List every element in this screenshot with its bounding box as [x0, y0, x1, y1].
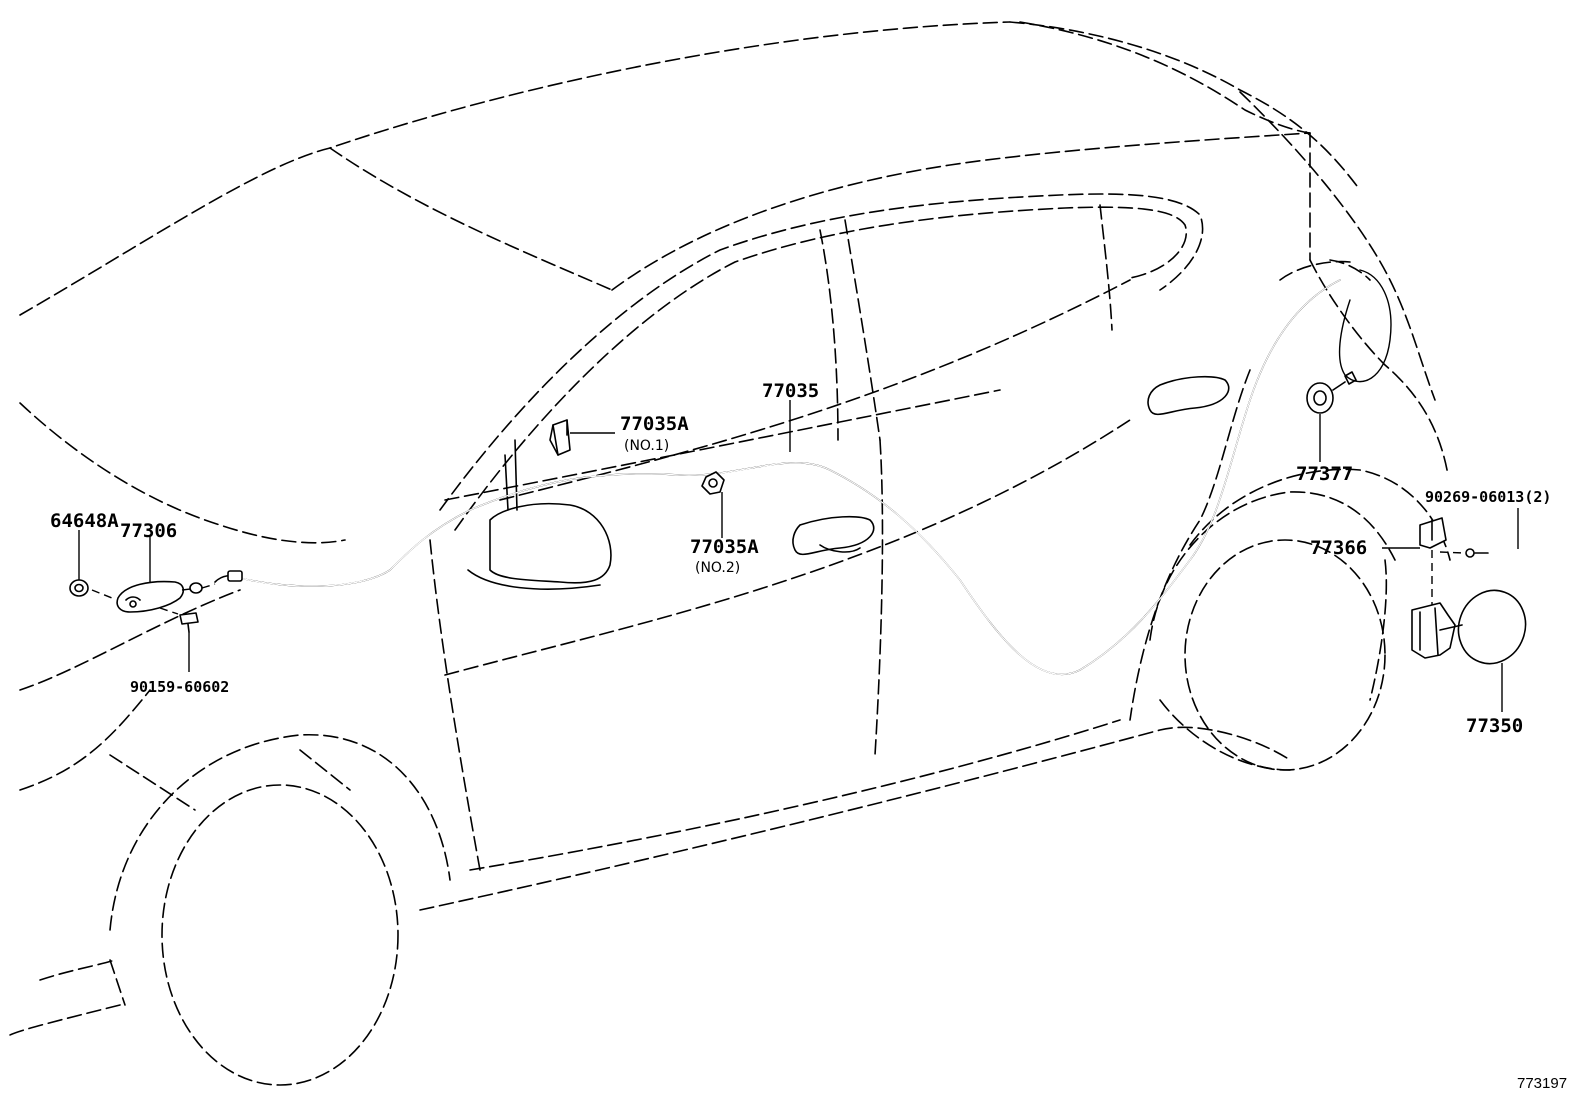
fuel-lid-77350-shape [1411, 589, 1527, 665]
label-77350[interactable]: 77350 [1466, 715, 1523, 737]
lever-77306-shape [116, 580, 216, 613]
fuel-lid-opener-cable-77035 [214, 269, 1392, 676]
grommet-64648a-shape [69, 579, 113, 599]
clamp-77035a-no1-shape [549, 419, 571, 456]
sub-label-no1: (NO.1) [624, 438, 669, 454]
car-body-outline [9, 21, 1451, 1086]
clamp-77035a-no2-shape [701, 471, 725, 495]
label-77306[interactable]: 77306 [120, 520, 177, 542]
screw-90159-shape [159, 607, 199, 633]
label-77035[interactable]: 77035 [762, 380, 819, 402]
figure-number: 773197 [1517, 1075, 1567, 1092]
leader-lines [78, 400, 1519, 712]
label-77035a-no1[interactable]: 77035A [620, 413, 689, 435]
screw-90269-shape [1439, 548, 1489, 558]
label-90269-06013[interactable]: 90269-06013(2) [1425, 488, 1551, 506]
label-90159-60602[interactable]: 90159-60602 [130, 678, 229, 696]
label-77377[interactable]: 77377 [1296, 463, 1353, 485]
part-labels: 77035 77035A (NO.1) 77035A (NO.2) 64648A… [50, 380, 1567, 1092]
sub-label-no2: (NO.2) [695, 560, 740, 576]
lock-77377-shape [1306, 371, 1357, 414]
label-77366[interactable]: 77366 [1310, 537, 1367, 559]
label-77035a-no2[interactable]: 77035A [690, 536, 759, 558]
car-solid-details [467, 375, 1230, 590]
hinge-77366-shape [1419, 517, 1447, 608]
label-64648a[interactable]: 64648A [50, 510, 119, 532]
